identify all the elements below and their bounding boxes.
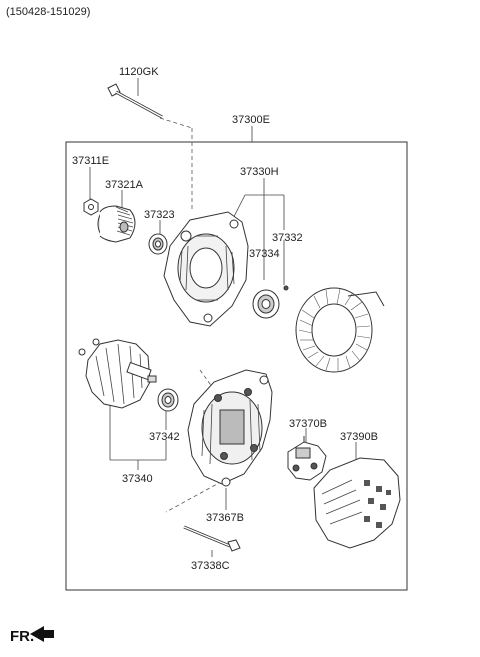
callout-37340[interactable]: 37340 [122,473,153,485]
callout-37390b[interactable]: 37390B [340,431,378,443]
callout-37300e[interactable]: 37300E [232,114,270,126]
bolt-37338c [183,525,241,552]
callout-37332[interactable]: 37332 [272,232,303,244]
callout-37311e[interactable]: 37311E [72,155,110,167]
callout-37370b[interactable]: 37370B [289,418,327,430]
rotor-assembly-37340 [78,338,157,409]
stator-assembly [295,287,385,373]
front-direction-arrow [30,626,54,642]
callout-37323[interactable]: 37323 [144,209,175,221]
callout-1120gk[interactable]: 1120GK [119,66,159,78]
rotor-bearing-37342 [157,388,179,412]
assembly-frame [65,141,408,591]
callout-37334[interactable]: 37334 [249,248,280,260]
diagram-code-header: (150428-151029) [6,6,91,18]
front-bearing-37323 [148,233,168,255]
rear-housing [187,369,273,487]
callout-37367b[interactable]: 37367B [206,512,244,524]
rear-bearing-37334 [252,289,280,319]
through-bolt-1120gk [107,83,163,119]
front-housing-bracket [163,211,249,327]
regulator-37370b [287,436,327,481]
pulley-37321a [97,205,136,243]
pulley-nut-37311e [83,198,99,216]
rear-cover-37390b [313,457,401,549]
front-direction-label: FR. [10,628,35,645]
callout-37342[interactable]: 37342 [149,431,180,443]
screw-37332 [283,285,289,291]
leader-lines [89,78,357,557]
callout-37330h[interactable]: 37330H [240,166,279,178]
callout-37321a[interactable]: 37321A [105,179,143,191]
callout-37338c[interactable]: 37338C [191,560,230,572]
